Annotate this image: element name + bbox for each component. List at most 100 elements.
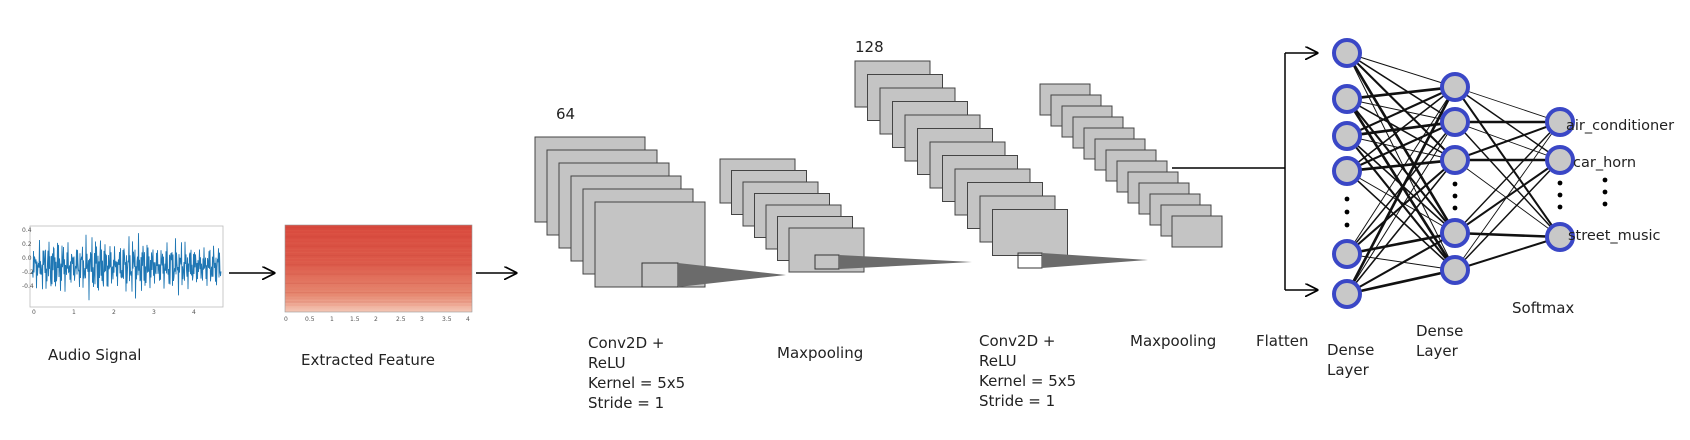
class-label-car-horn: car_horn <box>1573 155 1636 171</box>
network-neurons <box>1332 38 1575 309</box>
svg-text:0.2: 0.2 <box>22 241 32 248</box>
network-connections <box>1345 52 1561 296</box>
connection-line <box>1346 86 1456 255</box>
ellipsis-dot <box>1602 177 1608 183</box>
ellipsis-dots <box>1344 177 1608 228</box>
connection-line <box>1454 121 1561 234</box>
svg-text:3.5: 3.5 <box>442 316 452 323</box>
ellipsis-dot <box>1344 222 1350 228</box>
conv1-feature-maps <box>534 136 706 288</box>
connection-line <box>1346 86 1456 137</box>
conv2-feature-maps <box>854 60 1068 256</box>
ellipsis-dot <box>1344 196 1350 202</box>
spectrogram-band <box>285 227 472 229</box>
conv1-filter-count: 64 <box>556 105 575 123</box>
spectrogram-band <box>285 301 472 303</box>
spectrogram-band <box>285 276 472 278</box>
ellipsis-dot <box>1602 201 1608 207</box>
dense-layer-1-neuron <box>1332 38 1362 68</box>
maxpool1-label: Maxpooling <box>777 344 864 362</box>
connection-line <box>1346 52 1456 88</box>
spectrogram-band <box>285 298 472 300</box>
spectrogram-band <box>285 267 472 269</box>
dense-layer-1-neuron <box>1332 84 1362 114</box>
connection-line <box>1454 159 1561 238</box>
connection-line <box>1346 121 1456 172</box>
svg-text:0.4: 0.4 <box>22 227 32 234</box>
dense-layer-2-neuron <box>1440 255 1470 285</box>
projection-1 <box>678 263 786 287</box>
svg-text:2: 2 <box>112 309 116 316</box>
svg-text:0: 0 <box>32 309 36 316</box>
dense-layer-2-label: Dense Layer <box>1416 322 1464 360</box>
connection-line <box>1346 170 1456 271</box>
spectrogram-band <box>285 242 472 244</box>
connection-line <box>1454 121 1561 238</box>
spectrogram-band <box>285 273 472 275</box>
class-label-street-music: street_music <box>1568 228 1661 244</box>
conv2-feature-map <box>992 209 1068 256</box>
extracted-feature-label: Extracted Feature <box>301 351 435 369</box>
spectrogram-band <box>285 258 472 260</box>
ellipsis-dot <box>1557 204 1563 210</box>
svg-text:0: 0 <box>284 316 288 323</box>
ellipsis-dot <box>1452 193 1458 199</box>
maxpool2-label: Maxpooling <box>1130 332 1217 350</box>
dense-layer-2-neuron <box>1440 72 1470 102</box>
svg-text:2: 2 <box>374 316 378 323</box>
svg-text:3: 3 <box>152 309 156 316</box>
spectrogram-band <box>285 261 472 263</box>
connection-line <box>1346 159 1456 295</box>
extracted-feature-spectrogram: 0 0.5 1 1.5 2 2.5 3 3.5 4 <box>284 224 473 323</box>
softmax-neuron <box>1545 222 1575 252</box>
connection-line <box>1346 231 1456 256</box>
connection-line <box>1454 86 1561 238</box>
connection-line <box>1346 135 1456 234</box>
spectrogram-texture <box>285 227 472 306</box>
connection-line <box>1346 52 1456 123</box>
softmax-neuron <box>1545 145 1575 175</box>
dense-layer-1-label: Dense Layer <box>1327 341 1375 379</box>
connection-line <box>1346 52 1456 271</box>
svg-text:4: 4 <box>192 309 196 316</box>
spectrogram-band <box>285 251 472 253</box>
projection-3 <box>1042 253 1148 268</box>
connection-line <box>1346 121 1456 295</box>
connection-line <box>1454 121 1561 161</box>
spectrogram-band <box>285 230 472 232</box>
audio-signal-plot: 0.4 0.2 0.0 -0.2 -0.4 0 1 2 3 4 <box>22 225 224 316</box>
class-label-air-conditioner: air_conditioner <box>1566 118 1674 134</box>
connection-line <box>1454 236 1561 271</box>
projection-2 <box>839 255 972 269</box>
maxpool2-feature-maps <box>1039 83 1223 248</box>
connection-line <box>1346 135 1456 271</box>
connection-line <box>1346 135 1456 161</box>
spectrogram-band <box>285 285 472 288</box>
connection-line <box>1454 121 1561 271</box>
spectrogram-band <box>285 282 472 284</box>
spectrogram-band <box>285 279 472 281</box>
svg-text:3: 3 <box>420 316 424 323</box>
connection-line <box>1454 159 1561 271</box>
audio-signal-label: Audio Signal <box>48 346 142 364</box>
connection-line <box>1454 86 1561 161</box>
ellipsis-dot <box>1557 180 1563 186</box>
flatten-connector <box>1172 53 1317 290</box>
spectrogram-band <box>285 289 472 291</box>
spectrogram-band <box>285 254 472 257</box>
spectrogram-band <box>285 304 472 306</box>
connection-line <box>1346 159 1456 255</box>
dense-layer-2-neuron <box>1440 107 1470 137</box>
dense-layer-1-neuron <box>1332 121 1362 151</box>
spectrogram-band <box>285 239 472 241</box>
waveform-line <box>31 233 222 301</box>
spectrogram-band <box>285 264 472 266</box>
dense-layer-2-neuron <box>1440 218 1470 248</box>
connection-line <box>1346 158 1456 173</box>
svg-text:-0.4: -0.4 <box>22 283 34 290</box>
svg-text:4: 4 <box>466 316 470 323</box>
conv1-label: Conv2D + ReLU Kernel = 5x5 Stride = 1 <box>588 334 686 412</box>
ellipsis-dot <box>1452 181 1458 187</box>
dense-layer-1-neuron <box>1332 279 1362 309</box>
